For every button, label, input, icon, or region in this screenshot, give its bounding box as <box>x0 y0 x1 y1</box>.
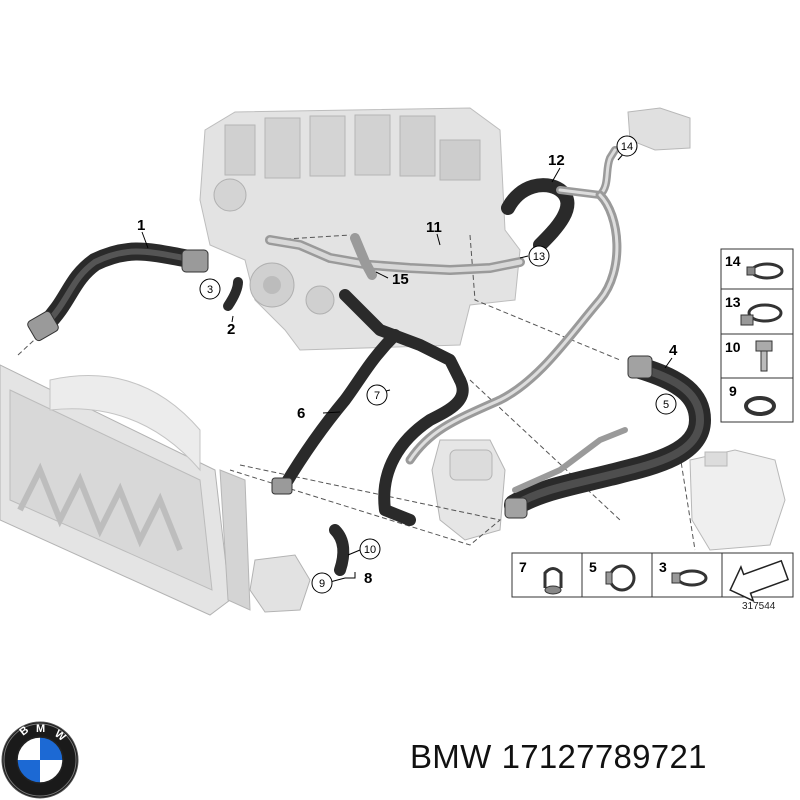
expansion-tank <box>689 449 786 551</box>
svg-text:M: M <box>36 723 45 735</box>
callout-1: 1 <box>137 217 145 234</box>
svg-text:10: 10 <box>364 544 376 556</box>
svg-text:3: 3 <box>207 284 213 296</box>
callout-3: 3 <box>199 278 221 300</box>
clamp-icon <box>746 262 784 280</box>
radiator <box>0 364 251 616</box>
side-legend: 14 13 10 9 <box>720 248 794 423</box>
part-number: 17127789721 <box>501 738 707 775</box>
callout-7: 7 <box>366 384 388 406</box>
callout-2: 2 <box>227 321 235 338</box>
thermostat-housing <box>431 439 506 541</box>
callout-8: 8 <box>364 570 372 587</box>
svg-text:5: 5 <box>663 399 669 411</box>
hose-2 <box>223 277 243 311</box>
svg-text:14: 14 <box>621 141 633 153</box>
callout-labels: 1 2 4 6 8 11 12 15 <box>137 152 678 587</box>
legend-label-14: 14 <box>725 253 741 269</box>
callout-10: 10 <box>359 538 381 560</box>
callout-4: 4 <box>669 342 678 359</box>
callout-12: 12 <box>548 152 565 169</box>
legend-label-13: 13 <box>725 294 741 310</box>
hose-1 <box>36 242 204 334</box>
callout-14: 14 <box>616 135 638 157</box>
clamp-icon <box>671 569 708 587</box>
legend-label-10: 10 <box>725 339 741 355</box>
clamp-icon <box>740 303 783 326</box>
hose-12 <box>501 178 575 252</box>
hose-7 <box>339 289 466 386</box>
legend-label-7: 7 <box>519 559 527 575</box>
callout-11: 11 <box>426 219 442 236</box>
auxiliary-pump <box>249 554 311 613</box>
legend-label-5: 5 <box>589 559 597 575</box>
arrow-icon <box>729 559 790 603</box>
hose-6 <box>279 329 401 491</box>
callout-6: 6 <box>297 405 305 422</box>
engine-block <box>199 107 521 351</box>
legend-label-3: 3 <box>659 559 667 575</box>
hose-8 <box>329 524 350 576</box>
bmw-logo-icon: B M W <box>1 721 79 799</box>
callout-9: 9 <box>311 572 333 594</box>
diagram-id: 317544 <box>742 601 776 612</box>
brand-name: BMW <box>410 738 492 775</box>
svg-text:9: 9 <box>319 578 325 590</box>
callout-13: 13 <box>528 245 550 267</box>
circled-callouts: 3 5 7 9 10 13 14 <box>199 135 677 594</box>
clamp-icon <box>543 567 563 595</box>
svg-text:13: 13 <box>533 251 545 263</box>
hoses <box>27 146 711 576</box>
clamp-icon <box>605 564 636 592</box>
svg-text:7: 7 <box>374 390 380 402</box>
legend-label-9: 9 <box>729 383 737 399</box>
coolant-pump-housing <box>627 107 691 151</box>
callout-15: 15 <box>392 271 409 288</box>
callout-5: 5 <box>655 393 677 415</box>
bolt-icon <box>755 340 773 372</box>
washer-icon <box>744 396 776 416</box>
bottom-legend: 7 5 3 317544 <box>511 552 794 612</box>
